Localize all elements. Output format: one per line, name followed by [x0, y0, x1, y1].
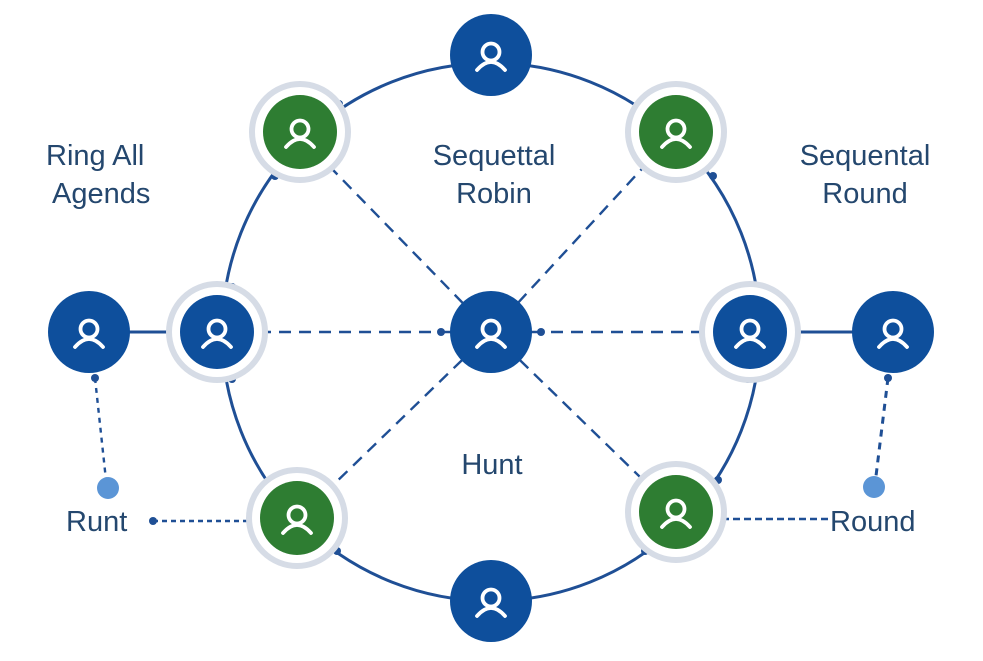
node-disc — [852, 291, 934, 373]
node-disc — [639, 95, 713, 169]
agent-node-top-right — [625, 81, 727, 183]
node-disc — [450, 291, 532, 373]
person-shoulders — [660, 137, 692, 149]
agent-person-icon — [877, 318, 909, 349]
node-disc — [48, 291, 130, 373]
junction-dot — [884, 374, 892, 382]
label-sequental-line1: Sequental — [799, 140, 931, 172]
junction-dot — [709, 172, 717, 180]
label-ring-all-line1: Ring All — [46, 140, 145, 172]
person-shoulders — [734, 337, 766, 349]
terminal-dot-right — [863, 476, 885, 498]
agent-person-icon — [660, 498, 692, 529]
person-shoulders — [877, 337, 909, 349]
junction-dot — [537, 328, 545, 336]
label-round: Round — [830, 506, 916, 538]
person-shoulders — [281, 523, 313, 535]
label-hunt: Hunt — [461, 449, 523, 481]
node-disc — [450, 14, 532, 96]
junction-dot — [437, 328, 445, 336]
agent-person-icon — [73, 318, 105, 349]
person-shoulders — [201, 337, 233, 349]
label-sequental-round: Sequental Round — [785, 137, 945, 213]
agent-node-right — [699, 281, 801, 383]
person-shoulders — [475, 60, 507, 72]
agent-node-bottom — [450, 560, 532, 642]
agent-node-center — [450, 291, 532, 373]
agent-node-bottom-right — [625, 461, 727, 563]
spoke-bottom-right — [490, 331, 677, 513]
agent-person-icon — [284, 118, 316, 149]
person-shoulders — [660, 517, 692, 529]
agent-node-outer-right — [852, 291, 934, 373]
node-disc — [263, 95, 337, 169]
node-disc — [260, 481, 334, 555]
node-disc — [450, 560, 532, 642]
agent-person-icon — [660, 118, 692, 149]
person-shoulders — [475, 606, 507, 618]
agent-person-icon — [281, 504, 313, 535]
label-ring-all-agends: Ring All Agends — [46, 137, 150, 213]
agent-person-icon — [201, 318, 233, 349]
person-shoulders — [475, 337, 507, 349]
agent-node-top-left — [249, 81, 351, 183]
agent-node-outer-left — [48, 291, 130, 373]
label-runt: Runt — [66, 506, 128, 538]
label-sequettal-line1: Sequettal — [432, 140, 556, 172]
drop-right — [874, 377, 890, 477]
person-shoulders — [73, 337, 105, 349]
node-disc — [713, 295, 787, 369]
label-sequettal-robin: Sequettal Robin — [414, 137, 574, 213]
drop-left — [93, 377, 108, 481]
agent-nodes — [48, 14, 934, 642]
agent-person-icon — [475, 41, 507, 72]
agent-person-icon — [475, 318, 507, 349]
label-sequettal-line2: Robin — [456, 178, 532, 210]
person-shoulders — [284, 137, 316, 149]
agent-node-top — [450, 14, 532, 96]
agent-person-icon — [734, 318, 766, 349]
spoke-top-left — [295, 131, 492, 333]
junction-dot — [149, 517, 157, 525]
junction-dot — [91, 374, 99, 382]
agent-node-bottom-left — [246, 467, 348, 569]
label-sequental-line2: Round — [822, 178, 908, 210]
node-disc — [180, 295, 254, 369]
agent-person-icon — [475, 587, 507, 618]
agent-node-left — [166, 281, 268, 383]
node-disc — [639, 475, 713, 549]
terminal-dot-left — [97, 477, 119, 499]
label-ring-all-line2: Agends — [52, 178, 151, 210]
